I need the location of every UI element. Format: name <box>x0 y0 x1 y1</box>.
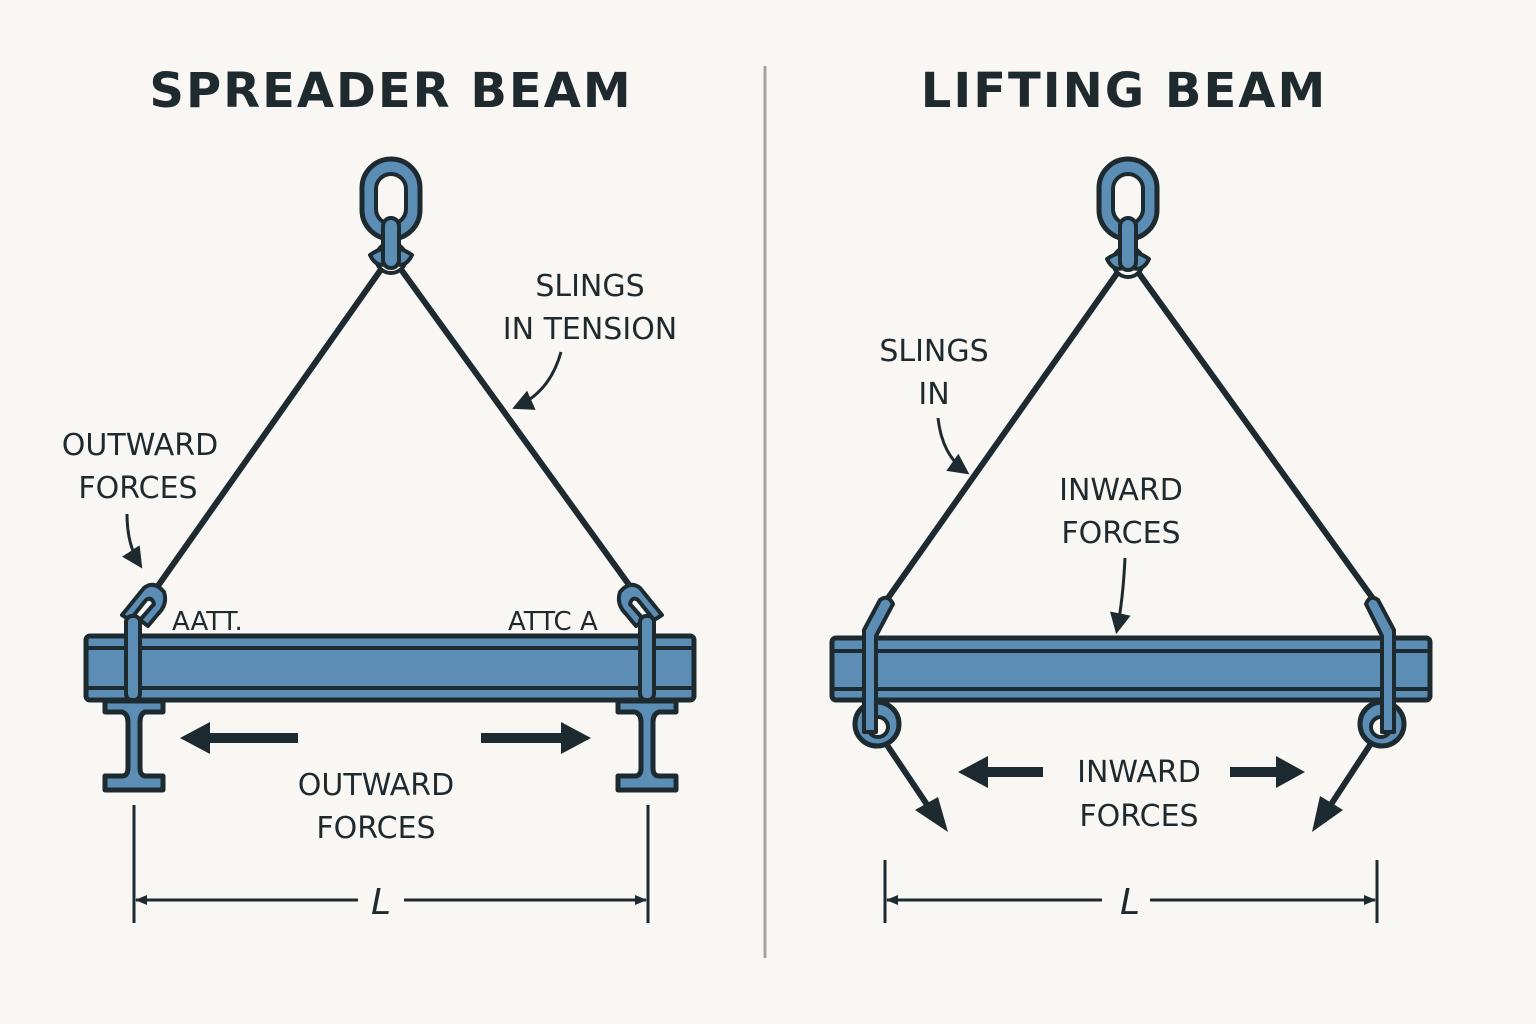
lifting-beam <box>829 635 1433 703</box>
right-i-beam-support <box>615 698 679 793</box>
slings-in-callout-arrow <box>936 417 970 475</box>
slings-in-label-2: IN <box>918 377 949 412</box>
dimension-label-left: L <box>371 882 391 923</box>
dimension-line-right <box>883 860 1379 923</box>
inward-arrow-left-icon <box>958 756 1043 788</box>
left-sling <box>145 266 385 602</box>
right-pad-eye-icon <box>1357 595 1407 749</box>
lifting-beam-panel: LIFTING BEAM SLINGS IN INWARD FORCES <box>829 63 1433 923</box>
inward-callout-arrow <box>1109 557 1131 635</box>
left-i-beam-support <box>102 698 166 793</box>
right-sling-right-panel <box>1135 270 1377 602</box>
spreader-beam-title: SPREADER BEAM <box>149 63 632 119</box>
outward-forces-callout-label-2: FORCES <box>78 471 197 506</box>
sling-callout-arrow <box>512 351 563 410</box>
outward-forces-callout-label: OUTWARD <box>62 428 218 463</box>
master-link-icon-right <box>1096 156 1160 279</box>
left-shackle-icon <box>120 582 168 702</box>
slings-in-label: SLINGS <box>879 334 988 369</box>
outward-arrow-left-icon <box>180 722 298 754</box>
outward-forces-bottom-label-2: FORCES <box>316 811 435 846</box>
slings-in-tension-label: SLINGS <box>535 269 644 304</box>
inward-arrow-right-icon <box>1230 756 1305 788</box>
dimension-line-left <box>132 805 650 923</box>
spreader-beam <box>83 633 697 703</box>
left-pad-eye-icon <box>852 595 902 749</box>
dimension-label-right: L <box>1120 882 1140 923</box>
attachment-label-right: ATTC A <box>508 607 598 637</box>
outward-callout-arrow <box>122 513 143 569</box>
outward-arrow-right-icon <box>481 722 591 754</box>
right-shackle-icon <box>616 582 664 702</box>
attachment-label-left: AATT. <box>172 607 243 637</box>
left-sling-right-panel <box>885 270 1121 600</box>
inward-forces-callout-label-2: FORCES <box>1061 516 1180 551</box>
spreader-beam-panel: SPREADER BEAM SLINGS IN TENSION OUTWARD … <box>62 63 697 923</box>
outward-forces-bottom-label: OUTWARD <box>298 768 454 803</box>
slings-in-tension-label-2: IN TENSION <box>503 312 678 347</box>
master-link-icon <box>359 156 423 275</box>
inward-forces-bottom-label-2: FORCES <box>1079 799 1198 834</box>
lifting-beam-title: LIFTING BEAM <box>921 63 1327 119</box>
diagonal-load-arrow-left-icon <box>884 743 948 832</box>
inward-forces-bottom-label: INWARD <box>1077 755 1201 790</box>
right-sling <box>397 266 643 602</box>
diagonal-load-arrow-right-icon <box>1312 743 1373 832</box>
inward-forces-callout-label: INWARD <box>1059 473 1183 508</box>
